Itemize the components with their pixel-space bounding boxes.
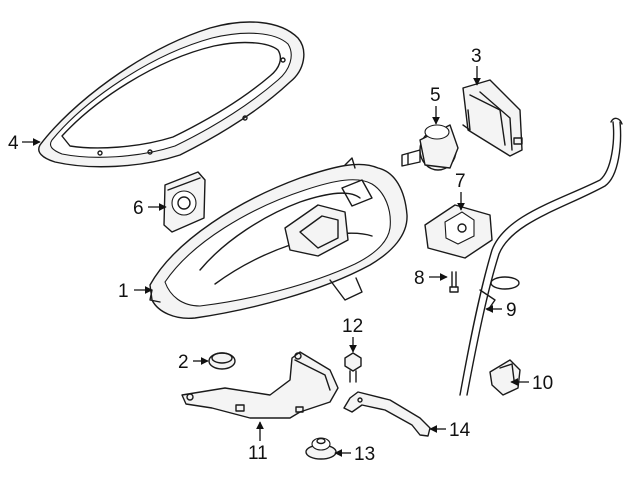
part-8-pin[interactable] bbox=[449, 271, 459, 293]
callout-label-11: 11 bbox=[248, 443, 268, 464]
callout-label-2: 2 bbox=[178, 352, 189, 373]
callout-8: 8 bbox=[414, 268, 448, 289]
callout-10: 10 bbox=[510, 373, 553, 394]
part-3-control-module[interactable] bbox=[462, 79, 523, 157]
callout-14: 14 bbox=[429, 420, 471, 441]
callout-3: 3 bbox=[471, 46, 482, 86]
part-1-headlight-assembly[interactable] bbox=[149, 157, 408, 319]
part-10-clip[interactable] bbox=[489, 359, 521, 396]
callout-11: 11 bbox=[248, 421, 268, 464]
callout-label-3: 3 bbox=[471, 46, 482, 67]
part-13-grommet[interactable] bbox=[305, 437, 337, 460]
part-5-actuator-motor[interactable] bbox=[401, 124, 459, 171]
callout-2: 2 bbox=[178, 352, 209, 373]
callout-9: 9 bbox=[485, 300, 517, 321]
callout-label-14: 14 bbox=[449, 420, 471, 441]
part-6-adjuster-plate[interactable] bbox=[163, 171, 206, 233]
callout-label-9: 9 bbox=[506, 300, 517, 321]
callout-7: 7 bbox=[455, 171, 466, 211]
part-12-bolt[interactable] bbox=[344, 352, 362, 383]
callout-label-4: 4 bbox=[8, 133, 19, 154]
callout-label-7: 7 bbox=[455, 171, 466, 192]
callout-5: 5 bbox=[430, 85, 441, 125]
part-9-washer-hose[interactable] bbox=[459, 117, 623, 396]
part-11-mounting-bracket[interactable] bbox=[181, 351, 339, 419]
callout-1: 1 bbox=[118, 281, 153, 302]
part-4-headlight-lens[interactable] bbox=[38, 21, 305, 168]
callout-label-12: 12 bbox=[342, 316, 363, 337]
callout-label-6: 6 bbox=[133, 198, 144, 219]
callout-label-8: 8 bbox=[414, 268, 425, 289]
callout-label-5: 5 bbox=[430, 85, 441, 106]
part-2-cap[interactable] bbox=[208, 352, 236, 370]
callout-label-13: 13 bbox=[354, 444, 375, 465]
callout-12: 12 bbox=[342, 316, 363, 353]
callout-4: 4 bbox=[8, 133, 41, 154]
callout-label-10: 10 bbox=[532, 373, 553, 394]
part-7-led-module[interactable] bbox=[424, 204, 493, 259]
callout-13: 13 bbox=[334, 444, 375, 465]
part-14-trim-bracket[interactable] bbox=[343, 391, 431, 437]
callout-label-1: 1 bbox=[118, 281, 129, 302]
callout-6: 6 bbox=[133, 198, 167, 219]
